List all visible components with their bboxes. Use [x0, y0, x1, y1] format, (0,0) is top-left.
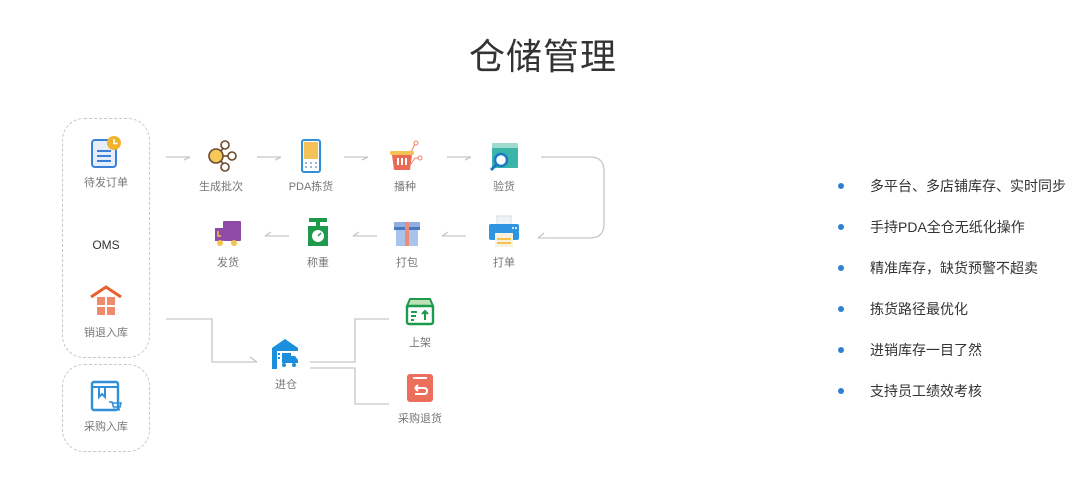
- node-scale[interactable]: 称重: [278, 214, 358, 270]
- bullet-icon: [838, 388, 844, 394]
- bullet-icon: [838, 224, 844, 230]
- delivery-truck-icon: [215, 221, 241, 246]
- node-label: 进仓: [275, 379, 297, 391]
- feature-item: 多平台、多店铺库存、实时同步: [836, 174, 1066, 215]
- shelving-icon: [405, 298, 435, 326]
- node-label: 发货: [217, 257, 239, 269]
- node-warehouse-in[interactable]: 进仓: [246, 336, 326, 392]
- node-label: 采购入库: [84, 421, 128, 433]
- return-warehouse-icon: [90, 285, 122, 315]
- package-icon: [394, 222, 420, 246]
- node-label: 打包: [396, 257, 418, 269]
- printer-icon: [489, 215, 519, 247]
- feature-item: 精准库存，缺货预警不超卖: [836, 256, 1066, 297]
- bullet-icon: [838, 306, 844, 312]
- node-label: PDA拣货: [288, 181, 334, 193]
- node-pda-picking[interactable]: PDA拣货: [271, 138, 351, 194]
- inspection-icon: [489, 143, 518, 172]
- warehouse-truck-icon: [272, 339, 299, 369]
- node-label: 采购退货: [398, 413, 442, 425]
- bullet-icon: [838, 183, 844, 189]
- node-label: 上架: [409, 337, 431, 349]
- node-package[interactable]: 打包: [367, 214, 447, 270]
- node-label: 待发订单: [84, 177, 128, 189]
- node-purchase-return[interactable]: 采购退货: [380, 370, 460, 426]
- node-label: 称重: [307, 257, 329, 269]
- node-label: 销退入库: [84, 327, 128, 339]
- node-sowing[interactable]: 播种: [365, 138, 445, 194]
- node-inspection[interactable]: 验货: [464, 138, 544, 194]
- feature-item: 拣货路径最优化: [836, 297, 1066, 338]
- node-return-warehouse[interactable]: 销退入库: [66, 284, 146, 340]
- feature-item: 手持PDA全仓无纸化操作: [836, 215, 1066, 256]
- node-label: 播种: [394, 181, 416, 193]
- node-label: 打单: [493, 257, 515, 269]
- node-label: 生成批次: [199, 181, 243, 193]
- node-pending-order[interactable]: 待发订单: [66, 134, 146, 190]
- node-delivery[interactable]: 发货: [188, 214, 268, 270]
- node-label: 验货: [493, 181, 515, 193]
- purchase-inbound-icon: [90, 380, 123, 412]
- node-shelving[interactable]: 上架: [380, 294, 460, 350]
- sowing-basket-icon: [390, 140, 423, 170]
- bullet-icon: [838, 347, 844, 353]
- node-purchase-inbound[interactable]: 采购入库: [66, 378, 146, 434]
- scale-icon: [308, 218, 328, 246]
- pending-order-icon: [91, 136, 121, 168]
- purchase-return-icon: [407, 374, 433, 402]
- node-batch-generate[interactable]: 生成批次: [181, 138, 261, 194]
- feature-list: 多平台、多店铺库存、实时同步 手持PDA全仓无纸化操作 精准库存，缺货预警不超卖…: [836, 174, 1066, 420]
- pda-picking-icon: [301, 139, 321, 173]
- feature-item: 支持员工绩效考核: [836, 379, 1066, 420]
- purchase-group: [62, 364, 150, 452]
- batch-generate-icon: [208, 140, 237, 172]
- feature-item: 进销库存一目了然: [836, 338, 1066, 379]
- page-title: 仓储管理: [468, 36, 617, 77]
- node-printer[interactable]: 打单: [464, 214, 544, 270]
- oms-label: OMS: [92, 238, 120, 252]
- oms-group: [62, 118, 150, 358]
- bullet-icon: [838, 265, 844, 271]
